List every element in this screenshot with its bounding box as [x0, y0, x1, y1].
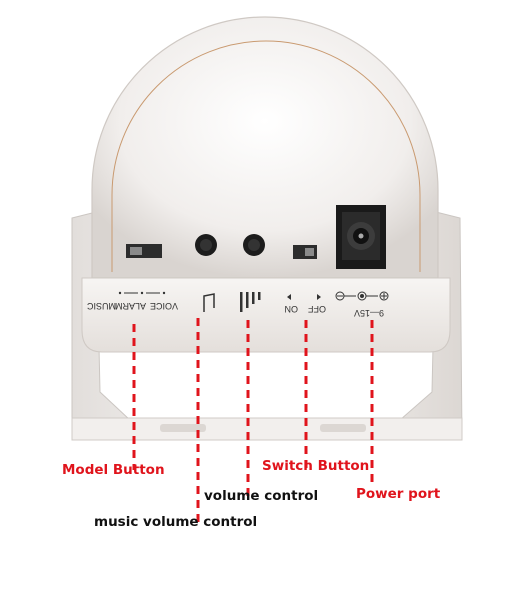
power-off-label: OFF — [308, 304, 326, 314]
volume-bars-icon — [240, 292, 261, 312]
music-volume-knob[interactable] — [195, 234, 217, 256]
power-jack — [336, 205, 386, 269]
music-note-icon — [203, 293, 215, 312]
mode-switch[interactable] — [126, 244, 162, 258]
polarity-icon — [335, 291, 389, 301]
power-switch[interactable] — [293, 245, 317, 259]
off-arrow-icon — [317, 294, 321, 300]
on-arrow-icon — [287, 294, 291, 300]
mode-option-alarm: ALARM — [115, 301, 146, 311]
mode-option-voice: VOICE — [150, 301, 178, 311]
mounting-bracket — [71, 211, 463, 441]
callout-music-volume-control: music volume control — [94, 514, 258, 530]
power-on-label: ON — [285, 304, 299, 314]
callout-switch-button: Switch Button — [262, 458, 370, 474]
callout-power-port: Power port — [356, 486, 441, 502]
mode-dots — [118, 291, 166, 295]
panel-markings: VOICE ALARM MUSIC ON OFF — [87, 291, 389, 318]
callout-lines — [132, 318, 374, 524]
callout-model-button: Model Button — [62, 462, 165, 478]
volume-knob[interactable] — [243, 234, 265, 256]
callout-volume-control: volume control — [204, 488, 319, 504]
power-rating-label: 9—15V — [354, 308, 384, 318]
mode-option-music: MUSIC — [87, 301, 117, 311]
